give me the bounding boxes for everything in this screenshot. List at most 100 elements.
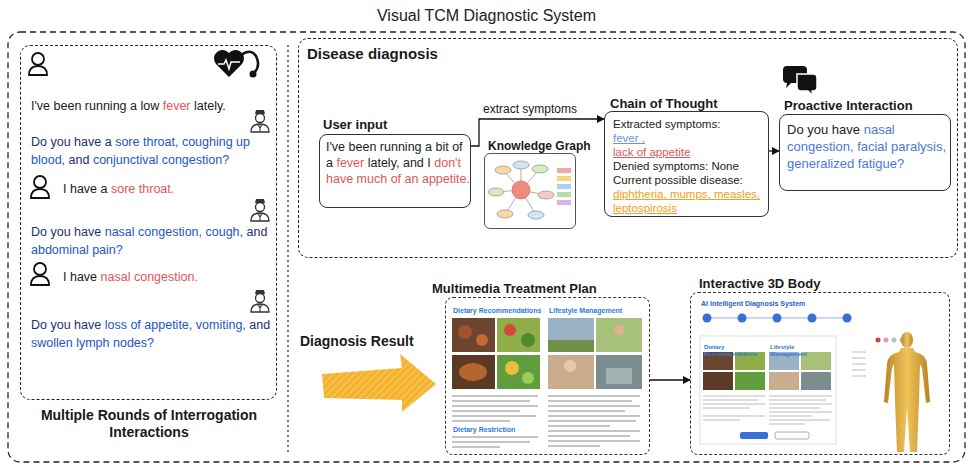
speech-bubble-icon <box>783 66 817 96</box>
knowledge-graph-illustration <box>557 200 571 205</box>
node-text: I have nasal congestion. <box>63 268 263 286</box>
treatment-plan-screenshot <box>452 318 642 447</box>
treatment-plan-screenshot <box>548 420 636 421</box>
knowledge-graph-illustration <box>488 161 571 219</box>
3d-body-screenshot <box>769 416 812 417</box>
3d-body-screenshot <box>769 404 832 405</box>
treatment-plan-screenshot <box>548 410 625 411</box>
diagram-title: Visual TCM Diagnostic System <box>0 7 973 25</box>
treatment-plan-screenshot <box>452 318 495 352</box>
keyword: cough, <box>206 225 244 239</box>
node-text: AI Intelligent Diagnosis System <box>701 299 861 308</box>
outer-frame <box>8 32 965 462</box>
keyword: fever <box>336 156 364 170</box>
connector-arrow <box>471 119 604 146</box>
node-text: Do you have loss of appetite, vomiting, … <box>31 316 275 352</box>
heart-stethoscope-icon <box>250 71 257 78</box>
node-text: I have a sore throat. <box>63 180 263 198</box>
doctor-icon <box>257 304 263 312</box>
keyword: fatigue? <box>858 156 904 171</box>
keyword: paralysis, <box>891 139 946 154</box>
knowledge-graph-illustration <box>495 166 511 174</box>
doctor-icon <box>251 290 269 312</box>
keyword: appetite, <box>144 318 192 332</box>
node-text: Do you have nasal congestion, cough, and… <box>31 223 275 259</box>
3d-body-screenshot <box>769 408 820 409</box>
keyword: lymph <box>76 336 109 350</box>
speech-bubble-icon <box>797 74 817 96</box>
node-text: fever , <box>613 131 765 145</box>
interrogation-panel: I've been running a low fever lately. Do … <box>20 45 277 400</box>
keyword: an <box>405 172 419 186</box>
user-icon <box>34 176 46 188</box>
treatment-plan-screenshot <box>548 415 640 416</box>
knowledge-graph-illustration <box>497 210 513 218</box>
heart-stethoscope-icon <box>241 52 258 73</box>
3d-body-screenshot <box>700 336 836 444</box>
treatment-plan-screenshot <box>452 400 530 401</box>
treatment-plan-screenshot <box>548 425 610 426</box>
keyword: have <box>326 172 353 186</box>
3d-body-screenshot <box>769 420 830 421</box>
node-heading: Chain of Thought <box>610 95 770 112</box>
3d-body-screenshot <box>884 348 930 452</box>
keyword: facial <box>857 139 887 154</box>
connector-arrow <box>650 379 690 380</box>
treatment-plan-screenshot <box>596 318 642 352</box>
keyword: throat. <box>139 182 174 196</box>
treatment-plan-screenshot <box>452 441 530 442</box>
treatment-plan-screenshot <box>548 400 632 401</box>
user-icon <box>32 53 44 65</box>
treatment-plan-screenshot <box>452 395 538 396</box>
keyword: throat, <box>143 135 178 149</box>
treatment-plan-screenshot <box>458 325 472 339</box>
treatment-plan-box: Multimedia Treatment PlanDietary Recomme… <box>445 297 650 455</box>
user-icon <box>34 263 46 275</box>
node-text: Current possible disease: <box>613 173 765 187</box>
treatment-plan-screenshot <box>452 355 495 389</box>
doctor-icon <box>256 114 265 123</box>
user-icon <box>29 53 47 75</box>
user-icon <box>31 263 49 285</box>
keyword: generalized <box>787 156 854 171</box>
diagnosis-arrow <box>322 354 436 412</box>
node-text: Dietary Restriction <box>453 425 545 434</box>
keyword: conjunctival <box>93 153 158 167</box>
3d-body-screenshot <box>775 432 809 439</box>
node-heading: Disease diagnosis <box>307 44 527 64</box>
keyword: much <box>357 172 388 186</box>
node-text: Extracted symptoms: <box>613 117 765 131</box>
3d-body-screenshot <box>738 314 747 323</box>
keyword: swollen <box>31 336 73 350</box>
node-text: Multiple Rounds of Interrogation Interac… <box>39 407 259 441</box>
node-text: Denied symptoms: None <box>613 159 765 173</box>
keyword: loss <box>105 318 127 332</box>
keyword: blood, <box>31 153 65 167</box>
node-text: Dietary Recommendations <box>453 306 545 315</box>
node-heading: Multimedia Treatment Plan <box>432 280 652 297</box>
treatment-plan-screenshot <box>548 318 594 352</box>
knowledge-graph-illustration <box>557 192 571 197</box>
edge-label: extract symptoms <box>483 101 613 117</box>
knowledge-graph-illustration <box>528 211 544 219</box>
doctor-icon <box>257 213 263 221</box>
doctor-icon <box>256 203 265 212</box>
3d-body-box: Interactive 3D BodyAI Intelligent Diagno… <box>690 292 950 455</box>
proactive-interaction-box: Proactive InteractionDo you have nasal c… <box>779 114 951 191</box>
3d-body-screenshot <box>769 412 832 413</box>
node-text: Do you have a sore throat, coughing up b… <box>31 133 275 169</box>
keyword: pain? <box>92 243 123 257</box>
node-text: diphtheria, mumps, measles, leptospirosi… <box>613 187 765 215</box>
treatment-plan-screenshot <box>452 420 510 421</box>
3d-body-screenshot <box>769 372 799 390</box>
treatment-plan-screenshot <box>548 440 640 441</box>
node-text: I've been running a low fever lately. <box>31 97 275 115</box>
doctor-icon <box>251 124 269 132</box>
treatment-plan-screenshot <box>548 340 594 352</box>
3d-body-screenshot <box>769 396 832 397</box>
free-label: Diagnosis Result <box>300 332 440 350</box>
diagnosis-module: Disease diagnosisUser inputI've been run… <box>298 38 958 258</box>
node-text: Lifestyle Management <box>770 344 832 358</box>
3d-body-screenshot <box>901 332 913 348</box>
